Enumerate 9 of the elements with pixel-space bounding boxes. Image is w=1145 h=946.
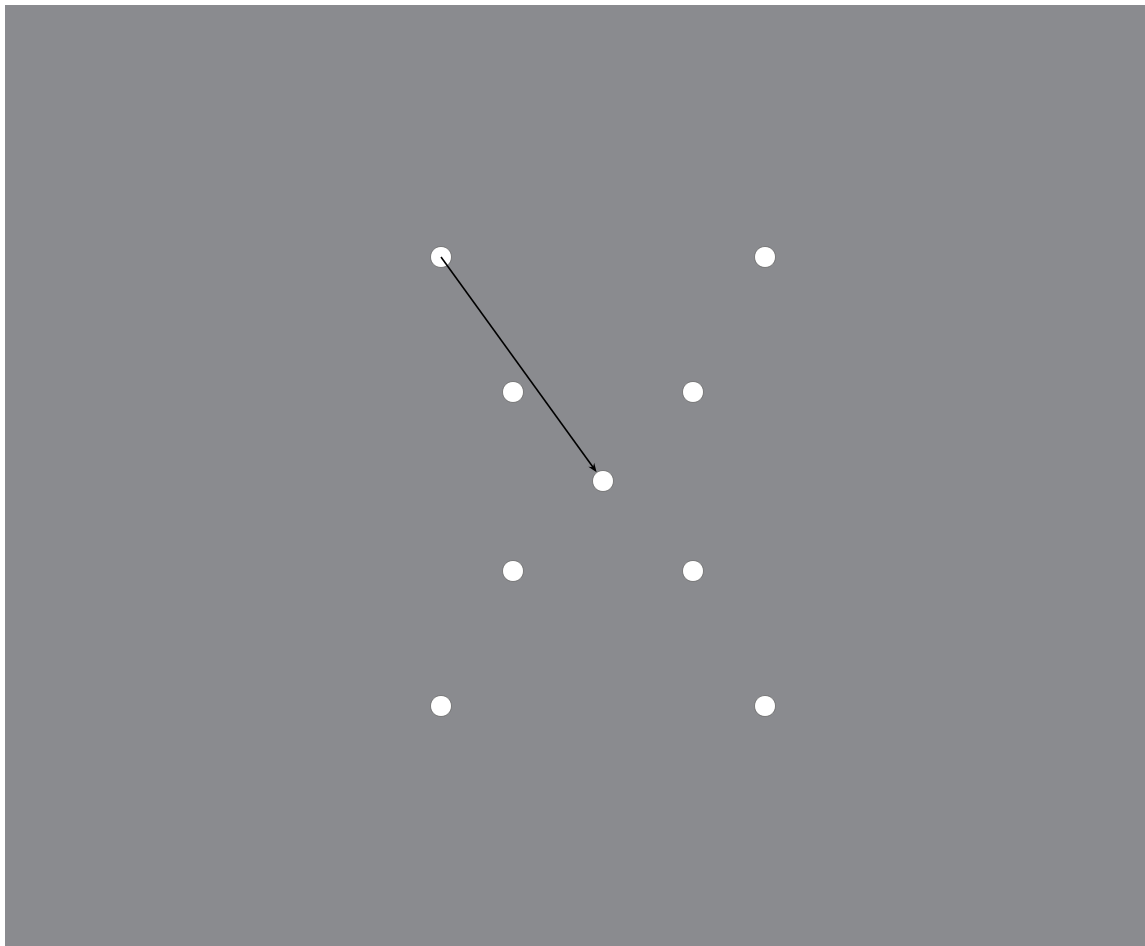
dot [754,246,776,268]
dot [502,560,524,582]
dot [682,560,704,582]
dot [430,695,452,717]
dot [682,381,704,403]
dot [754,695,776,717]
dot [502,381,524,403]
dot [430,246,452,268]
dot [592,470,614,492]
